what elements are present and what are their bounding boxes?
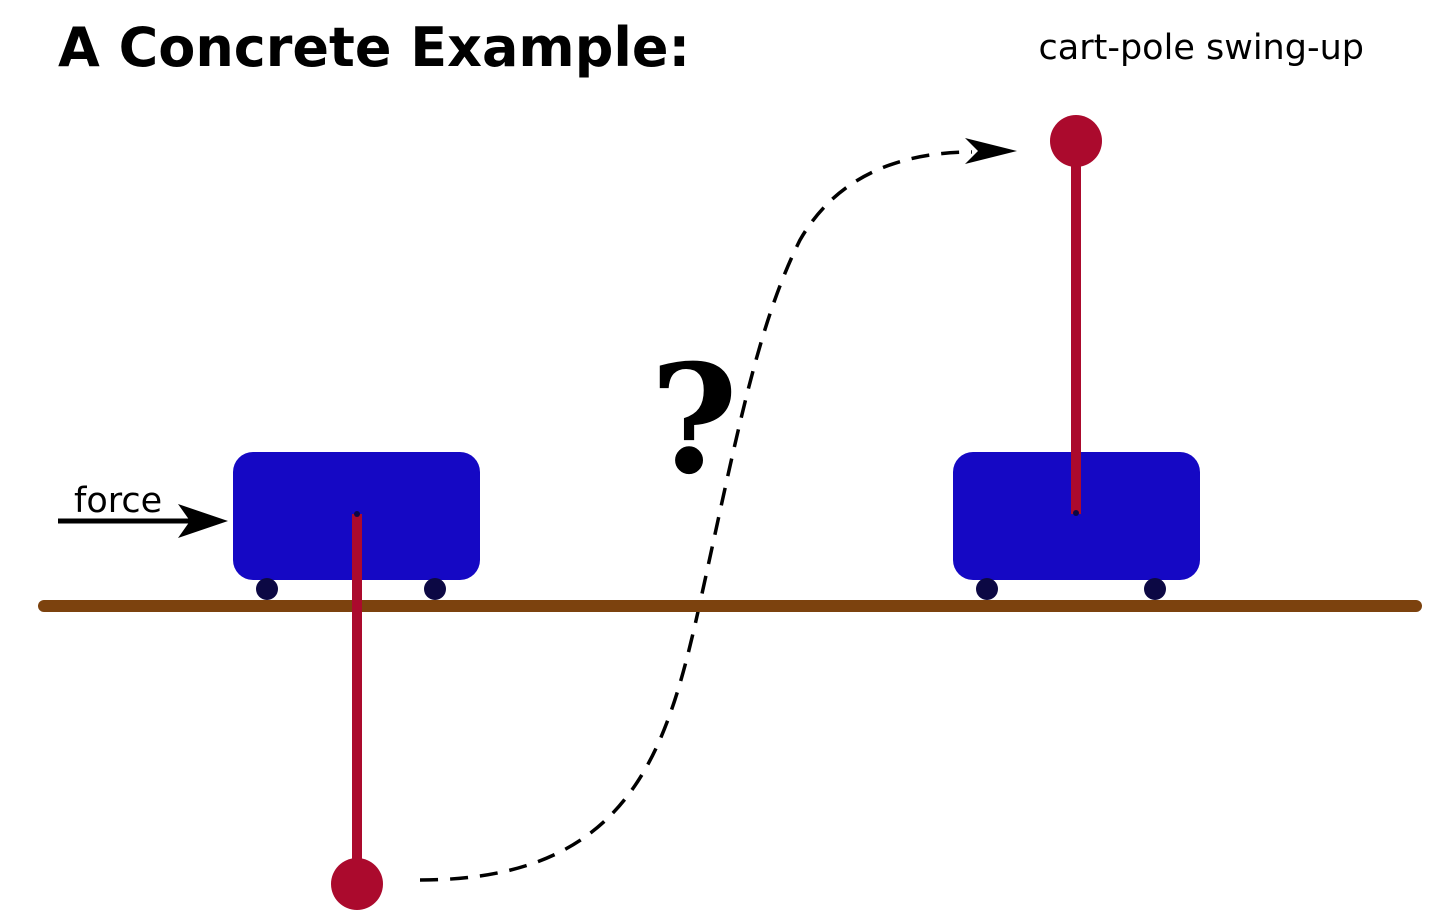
- wheel-left-initial: [256, 578, 278, 600]
- swing-up-trajectory: [419, 150, 973, 882]
- pole-mass-initial: [331, 858, 383, 910]
- wheel-right-initial: [424, 578, 446, 600]
- subtitle: cart-pole swing-up: [1039, 28, 1364, 68]
- slide-title: A Concrete Example:: [58, 16, 690, 79]
- pole-pivot-goal: [1073, 510, 1079, 516]
- force-label: force: [74, 481, 162, 521]
- pole-mass-goal: [1050, 115, 1102, 167]
- wheel-left-goal: [976, 578, 998, 600]
- cart-pole-initial: [233, 452, 480, 910]
- wheel-right-goal: [1144, 578, 1166, 600]
- question-mark: ?: [650, 332, 738, 508]
- trajectory-arrowhead: [965, 138, 1017, 164]
- force-arrowhead: [178, 504, 228, 538]
- cart-pole-goal: [953, 115, 1200, 600]
- pole-pivot-initial: [354, 511, 360, 517]
- cart-body-goal: [953, 452, 1200, 580]
